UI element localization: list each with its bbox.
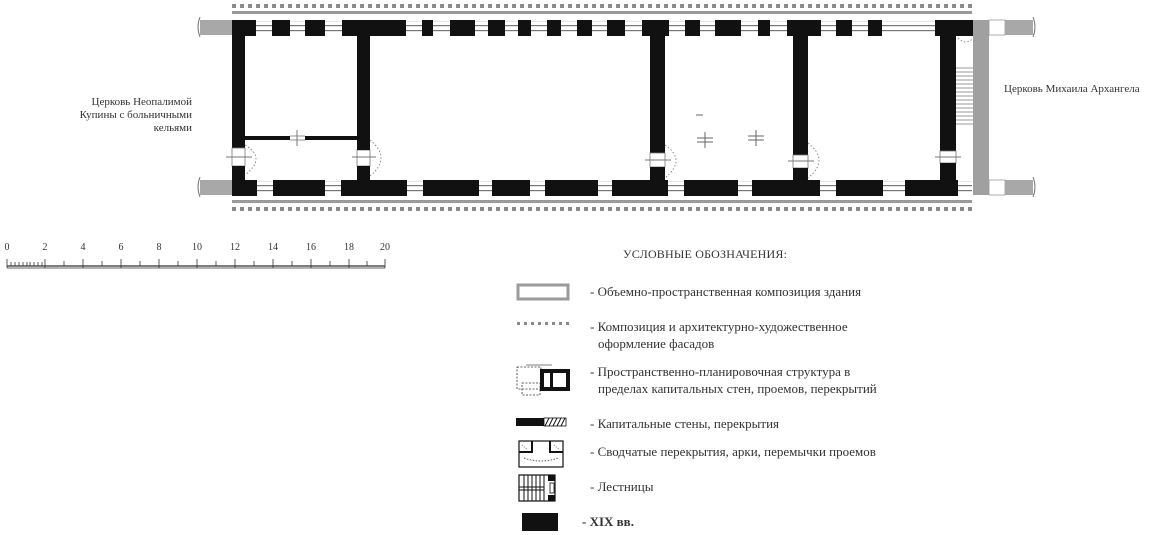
scale-tick-10: 10	[192, 242, 202, 253]
solid-and-hatched-bar-icon	[516, 417, 567, 427]
scale-tick-12: 12	[230, 242, 240, 253]
legend-text-line: пределах капитальных стен, проемов, пере…	[598, 381, 877, 396]
volume-line-top	[232, 11, 972, 14]
gray-outline-rectangle-icon	[516, 283, 570, 301]
dotted-line-icon	[517, 322, 569, 325]
legend-item-facade: - Композиция и архитектурно-художественн…	[512, 318, 972, 354]
scale-tick-16: 16	[306, 242, 316, 253]
black-rectangle-icon	[522, 513, 558, 531]
facade-dots-top	[232, 4, 972, 8]
legend-text-line: - Капитальные стены, перекрытия	[590, 416, 780, 431]
legend-text-vaults: - Сводчатые перекрытия, арки, перемычки …	[590, 443, 876, 460]
staircase	[956, 67, 973, 125]
legend-item-vaults: - Сводчатые перекрытия, арки, перемычки …	[512, 440, 972, 468]
left-neighbor-label-line-3: кельями	[153, 122, 192, 134]
left-neighbor-stubs	[197, 16, 232, 198]
interior-wall-2	[645, 20, 677, 196]
scale-bar: 0 2 4 6 8 10 12 14 16 18 20	[4, 242, 390, 272]
legend-title: УСЛОВНЫЕ ОБОЗНАЧЕНИЯ:	[623, 247, 788, 261]
scale-tick-20: 20	[380, 242, 390, 253]
legend-text-facade: - Композиция и архитектурно-художественн…	[590, 318, 848, 352]
scale-tick-8: 8	[156, 242, 162, 253]
interior-wall-3	[788, 20, 820, 196]
legend-text-planning: - Пространственно-планировочная структур…	[590, 363, 877, 397]
legend-item-planning: - Пространственно-планировочная структур…	[512, 363, 972, 399]
scale-tick-2: 2	[42, 242, 48, 253]
legend-text-line: оформление фасадов	[598, 336, 715, 351]
staircase-plan-icon	[518, 474, 556, 502]
volume-line-bottom	[232, 200, 972, 203]
legend-item-19th-century: - XIX вв.	[512, 512, 972, 532]
legend-text-stairs: - Лестницы	[590, 478, 653, 495]
right-neighbor-stubs	[973, 16, 1036, 198]
floor-plan	[197, 4, 1036, 211]
legend-text-line: - Объемно-пространственная композиция зд…	[590, 284, 862, 299]
legend-text-line: - Пространственно-планировочная структур…	[590, 364, 851, 379]
legend-text-line: - Композиция и архитектурно-художественн…	[590, 319, 848, 334]
vaulted-plan-icon	[518, 440, 564, 468]
left-neighbor-label: Церковь Неопалимой Купины с больничными …	[32, 96, 192, 135]
legend-text-line: - Сводчатые перекрытия, арки, перемычки …	[590, 444, 876, 459]
partition-wall	[245, 130, 357, 146]
left-neighbor-label-line-2: Купины с больничными	[79, 109, 192, 121]
facade-dots-bottom	[232, 207, 972, 211]
scale-tick-14: 14	[268, 242, 278, 253]
scale-tick-6: 6	[118, 242, 124, 253]
legend-item-walls: - Капитальные стены, перекрытия	[512, 415, 972, 433]
scale-ruler	[6, 259, 386, 269]
scale-tick-4: 4	[80, 242, 86, 253]
left-end-wall	[226, 20, 257, 196]
mini-floor-plan-icon	[516, 364, 570, 396]
right-end-wall	[935, 20, 974, 196]
legend-text-19th-century: - XIX вв.	[582, 513, 634, 530]
legend-text-line: - Лестницы	[590, 479, 654, 494]
legend-item-stairs: - Лестницы	[512, 474, 972, 502]
interior-wall-1	[352, 20, 382, 196]
legend-text-walls: - Капитальные стены, перекрытия	[590, 415, 779, 432]
scale-tick-0: 0	[4, 242, 10, 253]
left-neighbor-label-line-1: Церковь Неопалимой	[91, 96, 193, 108]
legend-text-volume: - Объемно-пространственная композиция зд…	[590, 283, 861, 300]
right-neighbor-label: Церковь Михаила Архангела	[1004, 83, 1140, 95]
column-markers	[696, 114, 764, 148]
legend-item-volume: - Объемно-пространственная композиция зд…	[512, 283, 972, 303]
scale-tick-18: 18	[344, 242, 354, 253]
legend-text-line: - XIX вв.	[582, 514, 634, 529]
